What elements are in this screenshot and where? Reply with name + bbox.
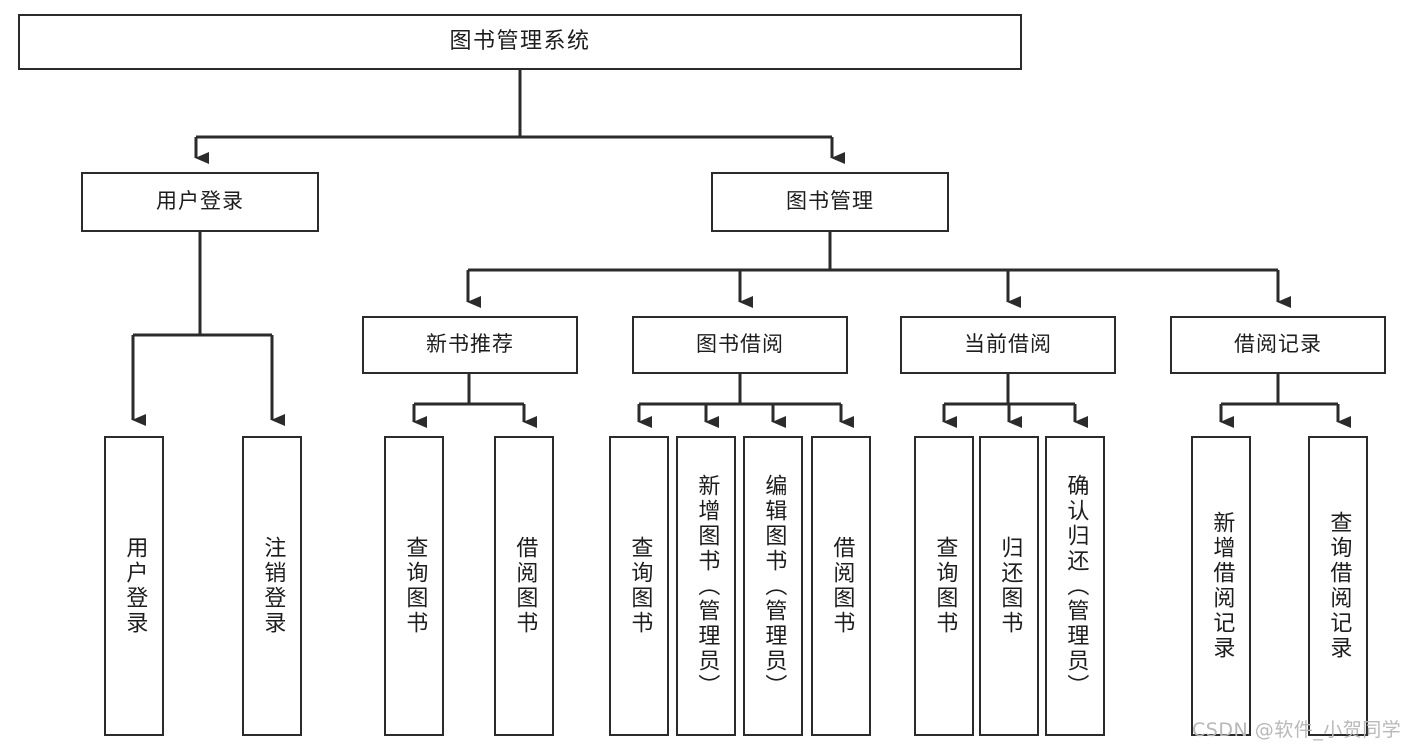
node-leaf-add-book[interactable]: 新增图书（管理员） [676,436,736,736]
node-label: 图书借阅 [696,332,784,357]
node-leaf-borrow-book-2[interactable]: 借阅图书 [811,436,871,736]
node-leaf-borrow-book-1[interactable]: 借阅图书 [494,436,554,736]
node-label: 新增图书（管理员） [694,473,720,699]
csdn-watermark: CSDN @软件_小贺同学 [1192,719,1402,741]
node-label: 用户登录 [122,536,148,636]
node-label: 图书管理系统 [449,28,591,54]
node-leaf-user-login[interactable]: 用户登录 [104,436,164,736]
node-label: 图书管理 [786,189,874,214]
node-book-borrow[interactable]: 图书借阅 [632,316,848,374]
node-leaf-return-book[interactable]: 归还图书 [979,436,1039,736]
node-leaf-add-record[interactable]: 新增借阅记录 [1191,436,1251,736]
node-label: 归还图书 [997,536,1023,636]
node-label: 用户登录 [156,189,244,214]
node-label: 确认归还（管理员） [1063,473,1089,699]
node-label: 查询借阅记录 [1326,511,1352,661]
node-leaf-query-book-3[interactable]: 查询图书 [914,436,974,736]
node-label: 注销登录 [260,536,286,636]
node-borrow-record[interactable]: 借阅记录 [1170,316,1386,374]
node-leaf-edit-book[interactable]: 编辑图书（管理员） [743,436,803,736]
node-label: 当前借阅 [964,332,1052,357]
node-leaf-query-book-2[interactable]: 查询图书 [609,436,669,736]
node-leaf-confirm-return[interactable]: 确认归还（管理员） [1045,436,1105,736]
node-current-borrow[interactable]: 当前借阅 [900,316,1116,374]
node-new-book-recommend[interactable]: 新书推荐 [362,316,578,374]
node-label: 编辑图书（管理员） [761,473,787,699]
node-root-book-management-system[interactable]: 图书管理系统 [18,14,1022,70]
node-leaf-query-record[interactable]: 查询借阅记录 [1308,436,1368,736]
node-user-login[interactable]: 用户登录 [81,172,319,232]
node-label: 借阅记录 [1234,332,1322,357]
node-label: 借阅图书 [512,536,538,636]
node-label: 新书推荐 [426,332,514,357]
node-label: 借阅图书 [829,536,855,636]
node-leaf-logout-login[interactable]: 注销登录 [242,436,302,736]
node-label: 查询图书 [932,536,958,636]
node-leaf-query-book-1[interactable]: 查询图书 [384,436,444,736]
node-book-management[interactable]: 图书管理 [711,172,949,232]
node-label: 新增借阅记录 [1209,511,1235,661]
node-label: 查询图书 [627,536,653,636]
node-label: 查询图书 [402,536,428,636]
